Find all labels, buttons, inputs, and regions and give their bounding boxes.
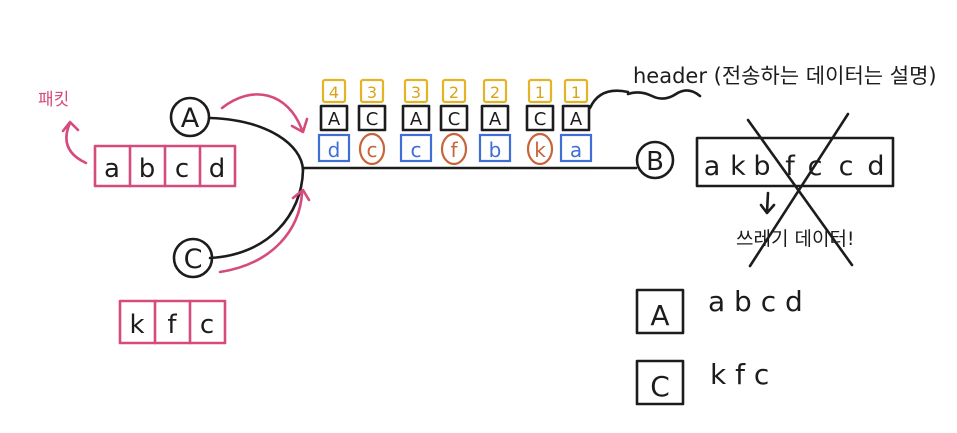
sender-a-cell: b — [139, 154, 156, 184]
source-header-box — [480, 104, 510, 132]
source-header-box — [319, 104, 349, 132]
payload-box-a — [399, 133, 433, 163]
sequence-number: 1 — [535, 83, 545, 102]
link-a — [208, 116, 305, 172]
header-note: header (전송하는 데이터는 설명) — [633, 64, 937, 88]
sequence-number-box — [321, 78, 347, 104]
received-cell: c — [839, 151, 854, 182]
sequence-number: 2 — [449, 83, 459, 102]
result-a-data: a b c d — [708, 285, 803, 318]
payload-box-a — [317, 133, 351, 163]
sender-c-cell: f — [167, 310, 177, 340]
node-b-label: B — [646, 147, 664, 177]
sequence-number: 4 — [329, 83, 339, 102]
source-header: A — [570, 109, 583, 130]
source-header-box — [401, 104, 431, 132]
packet-stream: 4Ad 3Cc 3Ac 2Cf 2Ab 1Ck 1Aa — [317, 78, 593, 166]
sequence-number: 3 — [367, 83, 377, 102]
sequence-number-box — [359, 78, 385, 104]
source-header: C — [366, 109, 379, 130]
source-header-box — [525, 104, 555, 132]
source-header: C — [448, 109, 461, 130]
payload-letter: a — [570, 138, 582, 162]
received-cell: k — [730, 151, 746, 182]
source-header: A — [489, 109, 502, 130]
node-c: C — [172, 237, 214, 279]
source-header-box — [561, 104, 591, 132]
down-arrow — [765, 191, 770, 214]
source-header: A — [410, 109, 423, 130]
payload-letter: k — [534, 138, 546, 162]
result-a-row: A a b c d — [635, 285, 803, 335]
source-header-box — [357, 104, 387, 132]
result-a-label: A — [650, 299, 669, 332]
source-header-box — [439, 104, 469, 132]
node-a-label: A — [181, 103, 200, 134]
payload-box-a — [559, 133, 593, 163]
result-c-row: C k f c — [635, 358, 769, 406]
header-underline — [626, 89, 702, 100]
payload-letter: c — [411, 138, 422, 162]
source-header: C — [534, 109, 547, 130]
sender-a-cell: a — [104, 154, 120, 184]
sender-c-cell: k — [129, 310, 144, 340]
sequence-number: 3 — [411, 83, 421, 102]
sender-a-cell: c — [175, 154, 189, 184]
received-cell: b — [753, 151, 770, 182]
result-c-label: C — [650, 370, 670, 403]
packet-pointer-arrow — [65, 121, 88, 165]
node-a: A — [169, 96, 211, 138]
sequence-number: 1 — [571, 83, 581, 102]
sequence-number: 2 — [490, 83, 500, 102]
link-c — [208, 168, 305, 260]
payload-letter: f — [450, 138, 458, 162]
source-header: A — [328, 109, 341, 130]
payload-letter: d — [328, 138, 341, 162]
sequence-number-box — [441, 78, 467, 104]
sender-a-data-box: a b c d — [93, 144, 237, 188]
cross-out-line — [748, 112, 850, 268]
payload-oval-c — [358, 132, 386, 166]
payload-box-a — [478, 133, 512, 163]
sequence-number-box — [403, 78, 429, 104]
payload-oval-c — [440, 132, 468, 166]
send-arrow-c — [218, 191, 304, 274]
sequence-number-box — [482, 78, 508, 104]
received-cell: f — [785, 151, 796, 182]
node-c-label: C — [184, 244, 203, 275]
packet-label: 패킷 — [38, 90, 69, 110]
sender-c-data-box: k f c — [118, 299, 227, 345]
header-pointer — [588, 89, 630, 110]
result-c-data: k f c — [710, 358, 769, 391]
sequence-number-box — [563, 78, 589, 104]
cross-out-line — [746, 118, 854, 267]
garbage-label: 쓰레기 데이터! — [736, 228, 855, 250]
sequence-number-box — [527, 78, 553, 104]
payload-oval-c — [526, 132, 554, 166]
received-cell: d — [867, 151, 884, 182]
send-arrow-a — [220, 93, 304, 132]
received-cell: a — [704, 151, 721, 182]
node-b: B — [635, 140, 675, 180]
sender-a-cell: d — [209, 154, 226, 184]
sender-c-cell: c — [200, 310, 214, 340]
payload-letter: c — [367, 138, 378, 162]
received-data-box: a k b f c c d — [695, 136, 895, 188]
payload-letter: b — [489, 138, 502, 162]
